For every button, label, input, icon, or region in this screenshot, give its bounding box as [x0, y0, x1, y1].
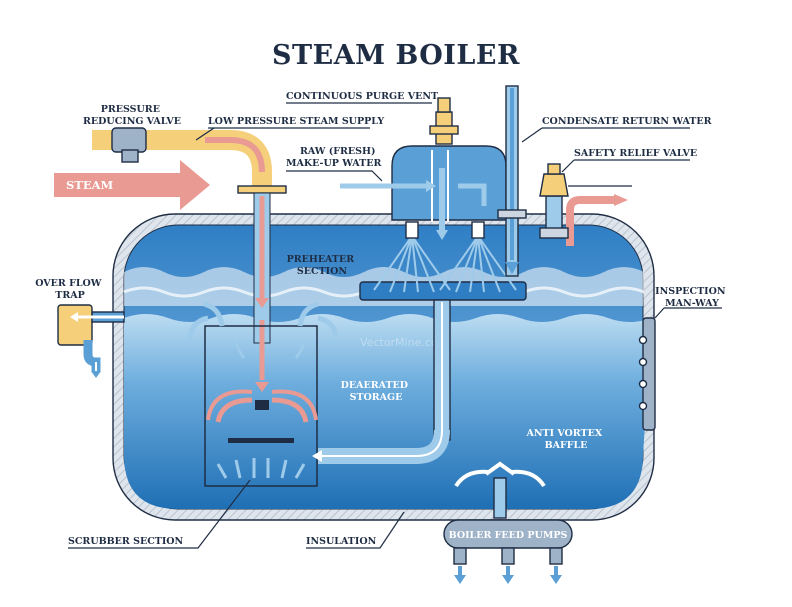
scrubber-section	[204, 325, 318, 487]
label-deaerated-storage: DEAERATED STORAGE	[341, 380, 412, 403]
steam-label: STEAM	[66, 178, 114, 192]
label-raw-make-up-water: RAW (FRESH) MAKE-UP WATER	[286, 146, 381, 169]
diagram-title: STEAM BOILER	[272, 40, 520, 71]
overflow-trap-box	[57, 304, 93, 346]
label-continuous-purge-vent: CONTINUOUS PURGE VENT	[286, 91, 438, 102]
label-boiler-feed-pumps: BOILER FEED PUMPS	[449, 530, 568, 541]
label-scrubber-section: SCRUBBER SECTION	[68, 536, 184, 547]
anti-vortex-baffle	[484, 461, 516, 476]
inspection-manway	[642, 317, 656, 431]
label-over-flow-trap: OVER FLOW TRAP	[35, 278, 105, 301]
label-safety-relief-valve: SAFETY RELIEF VALVE	[574, 148, 697, 159]
label-pressure-reducing-valve: PRESSURE REDUCING VALVE	[83, 104, 181, 127]
pressure-reducing-valve	[111, 127, 147, 153]
deaerated-water	[124, 314, 652, 509]
label-anti-vortex-baffle: ANTI VORTEX BAFFLE	[525, 428, 605, 451]
label-preheater-section: PREHEATER SECTION	[287, 254, 358, 277]
label-condensate-return-water: CONDENSATE RETURN WATER	[542, 116, 712, 127]
label-inspection-man-way: INSPECTION MAN-WAY	[655, 286, 729, 309]
steam-inlet-arrow	[54, 160, 210, 210]
safety-relief-valve	[539, 173, 569, 197]
watermark: VectorMine.com	[360, 336, 448, 349]
label-low-pressure-steam-supply: LOW PRESSURE STEAM SUPPLY	[208, 116, 384, 127]
label-insulation: INSULATION	[306, 536, 377, 547]
